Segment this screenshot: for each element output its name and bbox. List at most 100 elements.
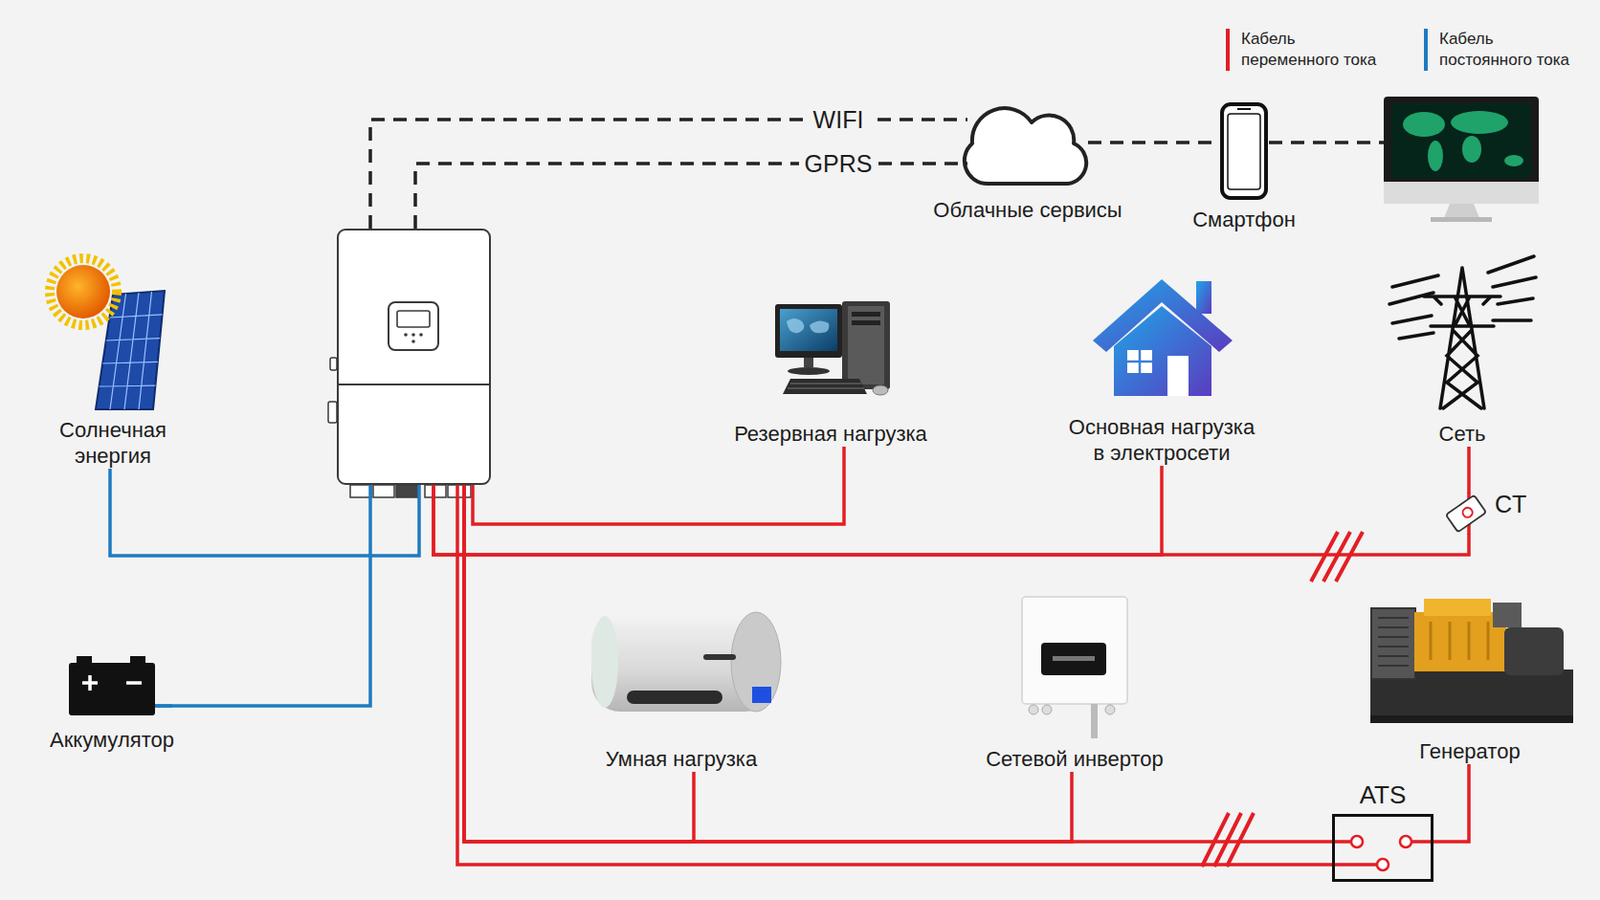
inverter-terminal bbox=[396, 485, 420, 498]
grid-inverter-body bbox=[1022, 597, 1128, 705]
map-continent bbox=[1504, 155, 1524, 167]
boiler-end bbox=[591, 616, 619, 709]
generator-engine bbox=[1414, 612, 1507, 672]
grid-inverter-port bbox=[1105, 705, 1115, 715]
generator-panel bbox=[1492, 602, 1522, 628]
boiler-indicator bbox=[752, 687, 772, 704]
legend-item: Кабель переменного тока bbox=[1225, 28, 1390, 71]
boiler-bracket bbox=[626, 690, 723, 705]
main-load: Основная нагрузка в электросети bbox=[1058, 273, 1266, 467]
node-label: Солнечная энергия bbox=[45, 417, 180, 469]
keyboard-keys bbox=[787, 383, 865, 389]
generator: Генератор bbox=[1366, 595, 1574, 765]
node-label: CT bbox=[1494, 489, 1527, 519]
smartphone-screen bbox=[1227, 113, 1261, 190]
node-label: Основная нагрузка в электросети bbox=[1063, 414, 1261, 467]
ct-body bbox=[1445, 495, 1487, 534]
keyboard bbox=[782, 378, 867, 395]
legend-text: Кабель постоянного тока bbox=[1439, 28, 1588, 71]
inverter-terminal bbox=[373, 485, 395, 498]
radiator-grille bbox=[1377, 618, 1409, 667]
power-grid: Сеть bbox=[1390, 250, 1534, 447]
battery-icon bbox=[68, 663, 156, 716]
engine-head bbox=[1423, 599, 1491, 617]
grid-inverter-cable bbox=[1090, 704, 1098, 739]
solar-panel-icon bbox=[95, 290, 165, 410]
node-label: Резервная нагрузка bbox=[733, 421, 928, 447]
three-phase-mark bbox=[1311, 532, 1363, 582]
power-tower bbox=[1423, 267, 1501, 409]
ac-cable bbox=[464, 485, 694, 843]
wireless-link bbox=[415, 163, 968, 229]
three-phase-mark bbox=[1201, 813, 1254, 867]
monitor bbox=[1383, 96, 1539, 223]
generator-alternator bbox=[1504, 627, 1564, 676]
ac-cable bbox=[1466, 446, 1471, 494]
monitor-stand bbox=[1444, 203, 1480, 219]
monitor-base bbox=[787, 367, 830, 376]
map-continent bbox=[1427, 140, 1444, 172]
monitor-base bbox=[1430, 217, 1492, 223]
inverter-knob bbox=[330, 357, 337, 371]
generator-skid bbox=[1370, 715, 1574, 724]
inverter-button bbox=[419, 333, 423, 337]
computer-screen bbox=[779, 309, 838, 352]
tower-drive bbox=[851, 320, 881, 326]
power-lines bbox=[1389, 256, 1536, 339]
node-label: Облачные сервисы bbox=[933, 197, 1122, 223]
cloud-icon bbox=[964, 108, 1087, 184]
inverter-button bbox=[403, 333, 408, 337]
ac-cable bbox=[464, 485, 1333, 843]
battery-terminal bbox=[76, 656, 92, 665]
map-continent bbox=[1450, 111, 1509, 134]
backup-load: Резервная нагрузка bbox=[729, 296, 933, 447]
inverter-terminal bbox=[424, 485, 446, 498]
sun-icon bbox=[56, 265, 111, 319]
ac-cable bbox=[472, 446, 845, 525]
node-label: Сетевой инвертор bbox=[985, 746, 1164, 773]
solar-panel: Солнечная энергия bbox=[41, 256, 185, 469]
ac-cable bbox=[433, 485, 1469, 556]
monitor-chin bbox=[1383, 181, 1539, 204]
inverter-switch bbox=[328, 401, 337, 423]
legend-swatch bbox=[1423, 28, 1428, 71]
computer-tower bbox=[842, 301, 890, 390]
smartphone: Смартфон bbox=[1219, 102, 1269, 200]
battery-terminal bbox=[130, 656, 146, 665]
node-label: Генератор bbox=[1419, 738, 1520, 765]
inverter-body bbox=[336, 228, 491, 486]
ac-cable bbox=[433, 466, 1162, 556]
inverter-panel bbox=[388, 302, 439, 351]
ct-sensor bbox=[1445, 495, 1487, 534]
tower-drive bbox=[851, 311, 881, 317]
wireless-link bbox=[1268, 140, 1384, 145]
inverter-button bbox=[411, 333, 416, 337]
monitor-stand bbox=[803, 357, 814, 368]
connector-group bbox=[110, 119, 1469, 866]
house-door bbox=[1167, 355, 1189, 397]
map-continent bbox=[1462, 135, 1482, 163]
node-label: Умная нагрузка bbox=[605, 746, 757, 773]
monitor-frame bbox=[1383, 96, 1539, 204]
house-chimney bbox=[1196, 281, 1212, 314]
node-label: ATS bbox=[1359, 780, 1407, 810]
grid-inverter: Сетевой инвертор bbox=[980, 595, 1169, 773]
boiler-cap bbox=[731, 612, 781, 712]
ats-contact bbox=[1377, 859, 1389, 871]
inverter-terminal bbox=[350, 485, 372, 498]
ats-switch: ATS bbox=[1332, 814, 1434, 883]
generator-radiator bbox=[1371, 608, 1416, 680]
node-label: Смартфон bbox=[1192, 206, 1296, 233]
smartphone-icon bbox=[1222, 104, 1267, 199]
ac-cable bbox=[464, 485, 1072, 843]
dc-cable bbox=[110, 468, 420, 556]
inverter-screen bbox=[397, 311, 430, 328]
grid-inverter-port bbox=[1042, 705, 1052, 715]
grid-inverter-display bbox=[1041, 643, 1107, 676]
ct-core bbox=[1461, 506, 1475, 520]
legend-swatch bbox=[1225, 28, 1230, 71]
inverter-button bbox=[411, 339, 416, 344]
screen-map bbox=[786, 318, 829, 334]
